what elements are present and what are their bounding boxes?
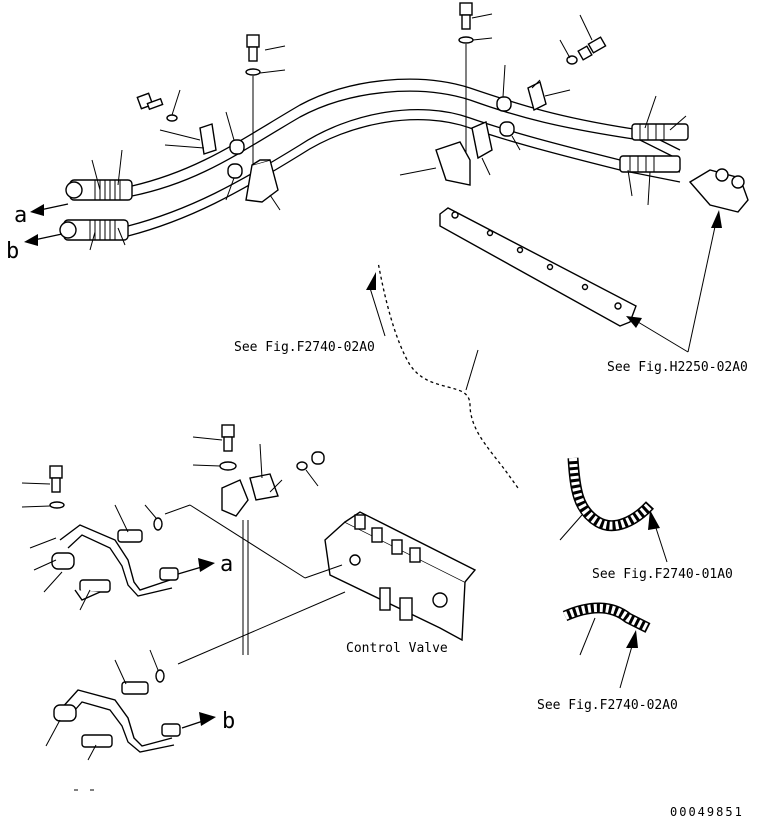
protector-tube-right-middle [559,457,655,541]
hose-fitting-a-upper-left [65,179,133,201]
upper-hose-routing [127,78,681,237]
right-hose-fittings [619,95,749,213]
callout-text-f2740-01a0: See Fig.F2740-01A0 [592,567,733,582]
callout-f2740-01a0: See Fig.F2740-01A0 [592,510,733,582]
drawing-number: 00049851 [670,805,744,819]
connection-lines [164,504,346,665]
lower-piping-a [29,504,179,611]
protector-tube-upper [374,261,521,491]
control-valve-label: Control Valve [346,641,448,656]
callout-text-h2250-02a0: See Fig.H2250-02A0 [607,360,748,375]
callout-text-f2740-02a0-lower: See Fig.F2740-02A0 [537,698,678,713]
callout-f2740-02a0-upper: See Fig.F2740-02A0 [234,272,386,355]
arrow-b-upper [24,233,63,246]
leader-lines-upper-left [89,149,126,251]
lower-left-bolt-washer [21,465,65,509]
arrow-a-lower [177,558,215,575]
arrow-b-lower [181,712,216,729]
control-valve: Control Valve [324,511,477,656]
ref-letter-b-upper: b [6,239,19,264]
lower-piping-b [45,649,181,761]
lower-bracket-assembly [192,424,325,517]
center-bracket-assembly [399,2,521,186]
callout-h2250-02a0: See Fig.H2250-02A0 [607,210,748,375]
support-plate [439,207,637,327]
right-clamp-hardware [527,14,607,112]
arrow-a-upper [30,203,69,216]
hose-fitting-b-upper-left [59,219,129,241]
ref-letter-b-lower: b [222,709,235,734]
left-bracket-assembly [225,34,286,211]
callout-f2740-02a0-lower: See Fig.F2740-02A0 [537,630,678,713]
ref-letter-a-upper: a [14,203,27,228]
callout-text-f2740-02a0-upper: See Fig.F2740-02A0 [234,340,375,355]
left-clamp-hardware [136,89,217,155]
ref-letter-a-lower: a [220,552,233,577]
protector-tube-right-lower [562,602,651,656]
